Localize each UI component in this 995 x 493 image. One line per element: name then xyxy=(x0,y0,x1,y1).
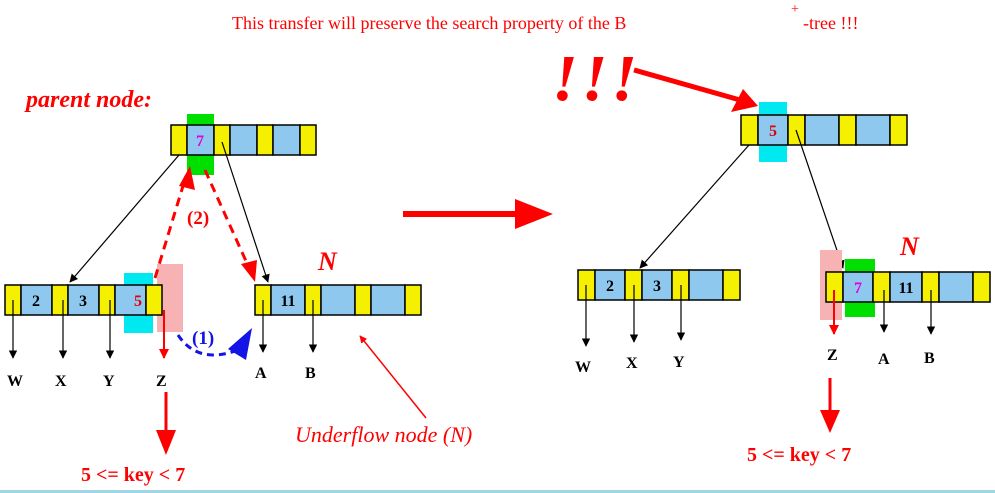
exclamation-marks: !!! xyxy=(552,42,641,115)
left-sibling-pointers xyxy=(8,300,169,359)
exclaim-arrow-shaft xyxy=(633,67,741,103)
pointer-Z: Z xyxy=(156,373,167,390)
transition-arrow-head xyxy=(515,199,553,229)
left-sibling-before: 2 3 5 xyxy=(4,284,163,316)
caption-superscript: + xyxy=(791,2,799,17)
n-label-right: N xyxy=(899,232,920,261)
underflow-label: Underflow node (N) xyxy=(295,422,472,447)
pointer-Y: Y xyxy=(103,373,115,390)
underflow-node: 11 xyxy=(254,284,422,316)
after-right-key-1: 7 xyxy=(854,280,862,297)
after-pointer-Y: Y xyxy=(673,354,685,371)
pointer-A: A xyxy=(255,365,267,382)
parent-after-left-pointer xyxy=(639,144,750,269)
parent-right-pointer xyxy=(221,141,270,283)
caption-tail: -tree !!! xyxy=(803,13,858,33)
step2-up-arrow xyxy=(153,175,188,279)
after-pointer-Z: Z xyxy=(827,347,838,364)
after-left-key-2: 3 xyxy=(653,278,661,295)
parent-node-label: parent node: xyxy=(24,87,152,113)
range-label-right: 5 <= key < 7 xyxy=(747,444,851,466)
underflow-key-1: 11 xyxy=(280,293,295,310)
exclaim-arrow-head xyxy=(731,89,758,112)
range-arrow-left-head xyxy=(156,430,176,455)
pointer-B: B xyxy=(305,365,316,382)
after-left-pointers xyxy=(581,285,686,347)
after-pointer-B: B xyxy=(924,350,935,367)
after-right-pointers xyxy=(829,290,936,335)
after-pointer-X: X xyxy=(626,355,638,372)
left-key-3: 5 xyxy=(134,293,142,310)
step2-down-arrow xyxy=(203,169,252,271)
step1-arrow xyxy=(176,334,239,357)
parent-node-after: 5 xyxy=(740,114,908,146)
left-key-2: 3 xyxy=(79,293,87,310)
left-key-1: 2 xyxy=(32,293,40,310)
range-label-left: 5 <= key < 7 xyxy=(81,464,185,486)
after-left-key-1: 2 xyxy=(606,278,614,295)
parent-key-after: 5 xyxy=(769,123,777,140)
n-label-left: N xyxy=(317,247,338,276)
step2-down-arrowhead xyxy=(241,260,257,282)
left-sibling-after: 2 3 xyxy=(577,269,741,301)
step2-up-arrowhead xyxy=(179,166,195,190)
pointer-W: W xyxy=(7,373,23,390)
right-node-after: 7 11 xyxy=(825,271,991,303)
after-pointer-W: W xyxy=(575,359,591,376)
after-right-key-2: 11 xyxy=(898,280,913,297)
parent-after-right-pointer xyxy=(795,129,845,269)
step1-label: (1) xyxy=(192,328,214,349)
parent-key: 7 xyxy=(196,133,204,150)
step2-label: (2) xyxy=(187,208,209,229)
parent-node-before: 7 xyxy=(170,124,317,156)
underflow-pointer-arrow xyxy=(359,335,427,419)
parent-left-pointer xyxy=(69,154,180,283)
step1-arrowhead xyxy=(228,328,252,360)
range-arrow-right-head xyxy=(820,410,840,433)
caption: This transfer will preserve the search p… xyxy=(232,13,626,33)
pointer-X: X xyxy=(55,373,67,390)
after-pointer-A: A xyxy=(878,351,890,368)
